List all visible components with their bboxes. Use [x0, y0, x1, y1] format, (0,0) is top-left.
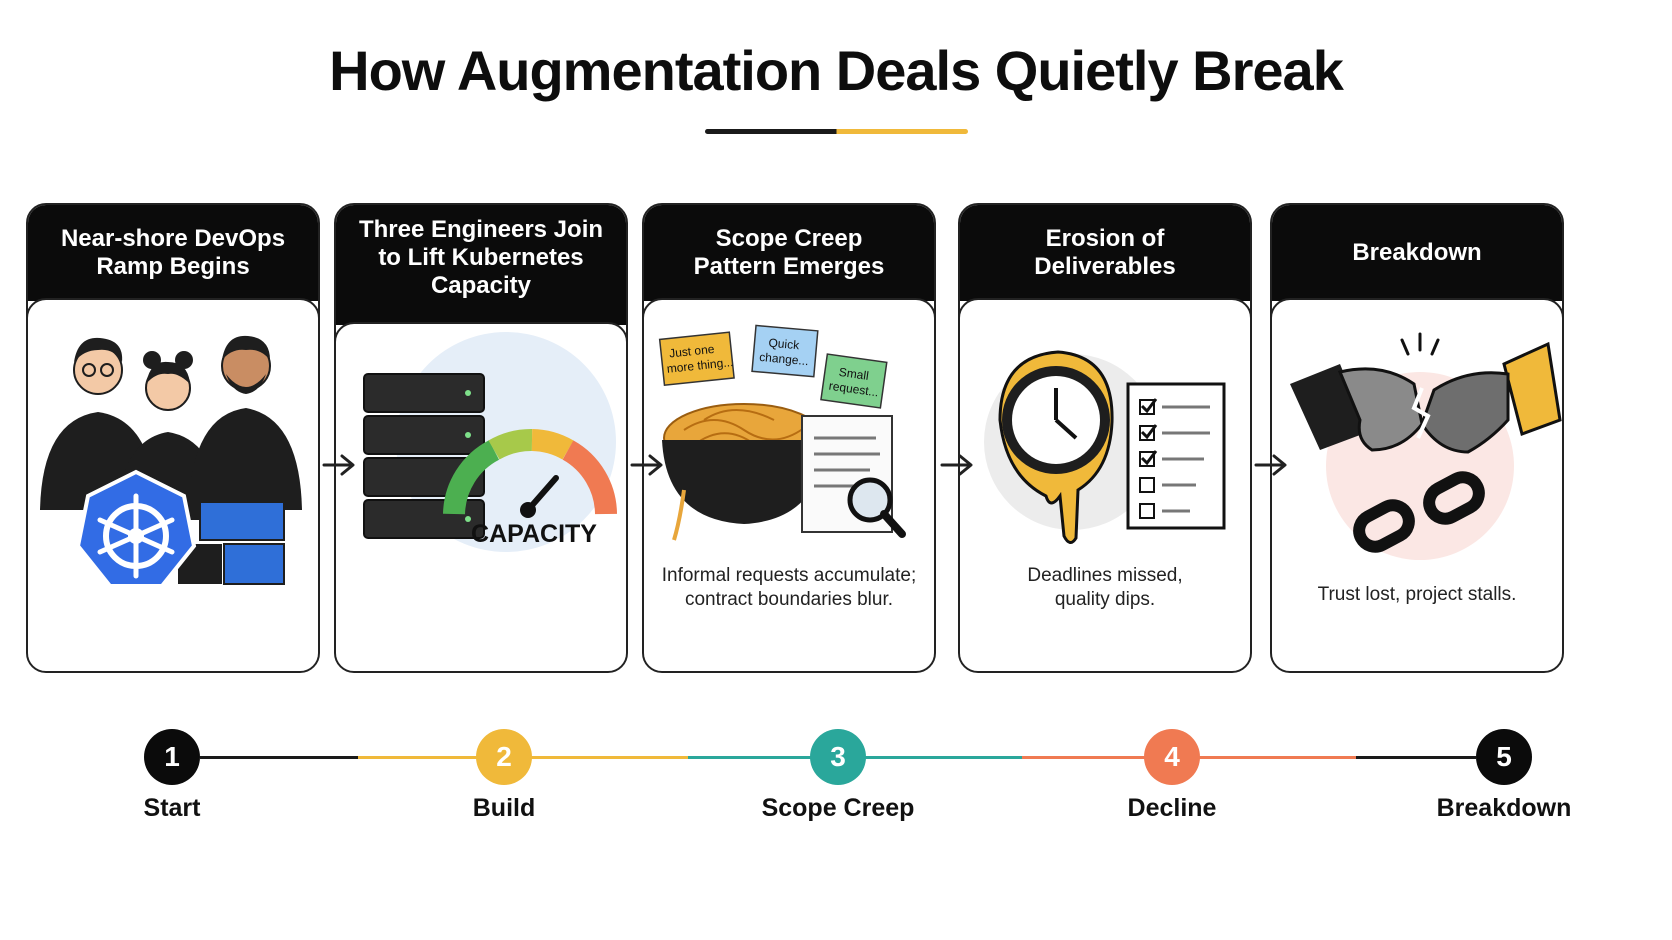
card-heading: Scope Creep Pattern Emerges	[644, 205, 934, 301]
arrow-right-icon	[322, 454, 355, 476]
timeline-label-scope-creep: Scope Creep	[761, 794, 915, 822]
card-body: Just onemore thing... Quickchange... Sma…	[644, 298, 934, 671]
card-heading: Breakdown	[1272, 205, 1562, 301]
note-just-one-more: Just onemore thing...	[658, 331, 735, 387]
card-ramp-begins: Near-shore DevOps Ramp Begins	[26, 203, 320, 673]
timeline-label-build: Build	[472, 794, 536, 822]
card-breakdown: Breakdown Trust lost, project stalls.	[1270, 203, 1564, 673]
timeline-segment	[528, 756, 688, 759]
note-text: Quickchange...	[759, 335, 811, 368]
note-text: Just onemore thing...	[664, 340, 733, 376]
card-engineers-join: Three Engineers Join to Lift Kubernetes …	[334, 203, 628, 673]
title-underline	[705, 129, 968, 134]
card-body: Trust lost, project stalls.	[1272, 298, 1562, 671]
server-capacity-gauge-illustration: CAPACITY	[363, 332, 617, 552]
arrow-right-icon	[630, 454, 663, 476]
card-heading: Erosion of Deliverables	[960, 205, 1250, 301]
timeline-step-5: 5	[1476, 729, 1532, 785]
timeline-segment	[1022, 756, 1188, 759]
timeline-step-2: 2	[476, 729, 532, 785]
arrow-right-icon	[940, 454, 973, 476]
card-caption: Informal requests accumulate; contract b…	[661, 565, 917, 610]
card-body: Deadlines missed, quality dips.	[960, 298, 1250, 671]
note-small-request: Smallrequest...	[820, 353, 888, 409]
timeline-label-breakdown: Breakdown	[1436, 794, 1572, 822]
note-text: Smallrequest...	[828, 364, 882, 400]
timeline-step-1: 1	[144, 729, 200, 785]
timeline-segment	[1356, 756, 1476, 759]
timeline-label-decline: Decline	[1127, 794, 1217, 822]
timeline-segment	[858, 756, 1022, 759]
card-caption: Trust lost, project stalls.	[1317, 584, 1517, 605]
card-heading: Near-shore DevOps Ramp Begins	[28, 205, 318, 301]
gauge-label: CAPACITY	[471, 520, 597, 548]
spaghetti-bowl-illustration: Just onemore thing... Quickchange... Sma…	[658, 324, 906, 541]
card-scope-creep: Scope Creep Pattern Emerges Just onemore…	[642, 203, 936, 673]
card-body	[28, 298, 318, 671]
card-heading: Three Engineers Join to Lift Kubernetes …	[336, 205, 626, 325]
timeline-segment	[200, 756, 358, 759]
timeline-segment	[1188, 756, 1356, 759]
page-title: How Augmentation Deals Quietly Break	[329, 39, 1344, 102]
card-erosion-deliverables: Erosion of Deliverables	[958, 203, 1252, 673]
arrow-right-icon	[1254, 454, 1287, 476]
note-quick-change: Quickchange...	[751, 324, 819, 378]
card-caption: Deadlines missed, quality dips.	[1027, 565, 1183, 610]
timeline-step-3: 3	[810, 729, 866, 785]
timeline-label-start: Start	[143, 794, 201, 822]
broken-handshake-chain-illustration	[1290, 332, 1562, 560]
timeline-segment	[688, 756, 858, 759]
melting-clock-checklist-illustration	[984, 350, 1226, 544]
timeline-step-4: 4	[1144, 729, 1200, 785]
card-body: CAPACITY	[336, 322, 626, 671]
team-kubernetes-illustration	[40, 335, 302, 588]
timeline-segment	[358, 756, 528, 759]
